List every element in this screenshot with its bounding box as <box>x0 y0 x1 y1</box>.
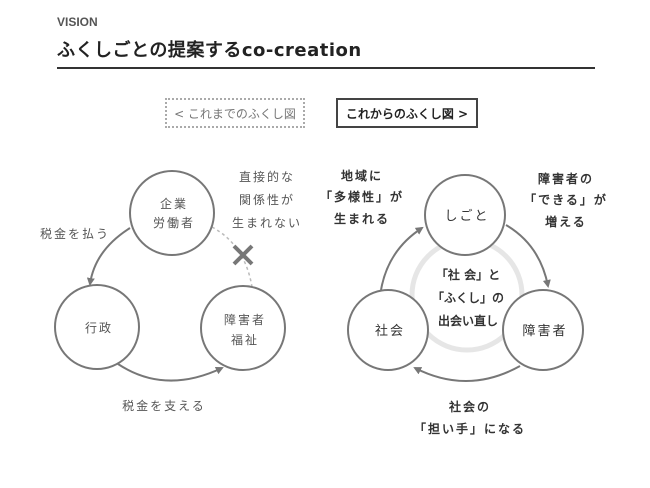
node-disabled-label: 障害者 <box>522 323 567 339</box>
after-diagram: 「社 会」と 「ふくし」の 出会い直し しごと 社会 障害者 地域に 「多様性」… <box>320 168 608 436</box>
label-can-do-2: 「できる」が <box>524 192 608 207</box>
node-disabled <box>502 289 584 371</box>
arrow-company-to-government <box>86 227 131 286</box>
node-welfare-label-1: 障害者 <box>224 312 266 327</box>
node-welfare-label-2: 福祉 <box>231 332 259 347</box>
before-diagram: 企業 労働者 行政 障害者 福祉 税金を払う 税金を支える 直接的な 関係性が … <box>40 169 302 413</box>
label-no-relation-3: 生まれない <box>232 216 302 230</box>
node-welfare <box>200 285 286 371</box>
label-diversity-2: 「多様性」が <box>320 189 404 204</box>
node-work-label: しごと <box>444 208 489 224</box>
label-no-relation-1: 直接的な <box>239 169 295 184</box>
arrow-work-to-disabled <box>505 224 551 288</box>
label-support-tax: 税金を支える <box>122 398 206 413</box>
arrow-disabled-to-society <box>413 365 521 382</box>
center-text-3: 出会い直し <box>438 313 498 328</box>
section-eyebrow: VISION <box>57 15 98 29</box>
x-mark-icon <box>232 244 254 266</box>
node-society <box>347 289 429 371</box>
page-title: ふくしごとの提案するco-creation <box>57 40 362 61</box>
label-no-relation-2: 関係性が <box>239 192 295 207</box>
arrow-society-to-work <box>380 226 424 291</box>
title-divider <box>57 67 595 69</box>
node-company-label-2: 労働者 <box>153 216 195 230</box>
node-government <box>54 284 140 370</box>
prev-diagram-button[interactable]: < これまでのふくし図 <box>165 98 305 128</box>
label-bearer-1: 社会の <box>448 399 491 414</box>
label-diversity-1: 地域に <box>341 168 383 183</box>
node-society-label: 社会 <box>375 323 405 339</box>
node-company-label-1: 企業 <box>160 196 188 211</box>
node-work <box>424 174 506 256</box>
center-text-2: 「ふくし」の <box>432 290 504 305</box>
label-can-do-1: 障害者の <box>538 171 594 186</box>
next-diagram-button[interactable]: これからのふくし図 > <box>336 98 478 128</box>
label-diversity-3: 生まれる <box>334 211 390 226</box>
center-text-1: 「社 会」と <box>436 267 500 282</box>
label-bearer-2: 「担い手」になる <box>414 421 526 436</box>
label-can-do-3: 増える <box>545 214 587 229</box>
node-government-label: 行政 <box>85 321 113 335</box>
label-pay-tax: 税金を払う <box>40 226 110 241</box>
node-company <box>129 170 215 256</box>
arrow-government-to-welfare <box>117 363 224 382</box>
